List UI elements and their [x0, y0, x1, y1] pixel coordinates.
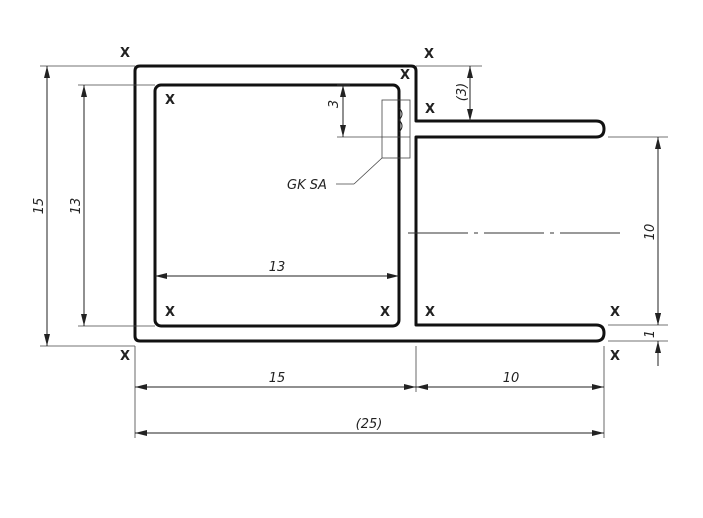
corner-mark-x: X [120, 46, 130, 61]
dim-inner-height-label: 13 [69, 198, 84, 215]
dim-bottom-left: 15 [135, 371, 416, 390]
corner-mark-x: X [425, 305, 435, 320]
dim-lip: 1 [643, 312, 661, 366]
dim-flange-spacing: 10 [643, 137, 661, 325]
corner-mark-x: X [425, 102, 435, 117]
corner-marks: X X X X X X X X X X X [120, 46, 620, 364]
profile-outline [133, 64, 606, 343]
weld-callout: GK SA [287, 99, 411, 193]
corner-mark-x: X [610, 349, 620, 364]
corner-mark-x: X [165, 93, 175, 108]
weld-detail-box [381, 99, 411, 159]
dim-inner-width: 13 [155, 260, 399, 279]
dim-inner-height: 13 [69, 85, 87, 326]
outer-contour [133, 64, 606, 343]
corner-mark-x: X [400, 68, 410, 83]
dim-wall-offset-label: 3 [327, 100, 342, 108]
corner-mark-x: X [120, 349, 130, 364]
dim-wall-offset: 3 [327, 85, 346, 137]
dim-inner-width-label: 13 [269, 260, 286, 275]
dim-bottom-left-label: 15 [269, 371, 286, 386]
dim-ref-three-label: (3) [455, 83, 470, 101]
dim-overall: (25) [135, 417, 604, 436]
dim-bottom-right: 10 [416, 371, 604, 390]
dim-outer-height-label: 15 [32, 198, 47, 215]
weld-label: GK SA [287, 178, 327, 193]
corner-mark-x: X [380, 305, 390, 320]
dim-ref-three: (3) [455, 66, 473, 121]
dim-bottom-right-label: 10 [503, 371, 520, 386]
dim-flange-spacing-label: 10 [643, 224, 658, 241]
inner-cavity [153, 83, 401, 328]
corner-mark-x: X [165, 305, 175, 320]
dim-overall-label: (25) [356, 417, 383, 432]
dim-lip-label: 1 [643, 330, 658, 338]
weld-seam-symbol [398, 107, 403, 133]
corner-mark-x: X [424, 47, 434, 62]
corner-mark-x: X [610, 305, 620, 320]
dim-outer-height: 15 [32, 66, 50, 346]
